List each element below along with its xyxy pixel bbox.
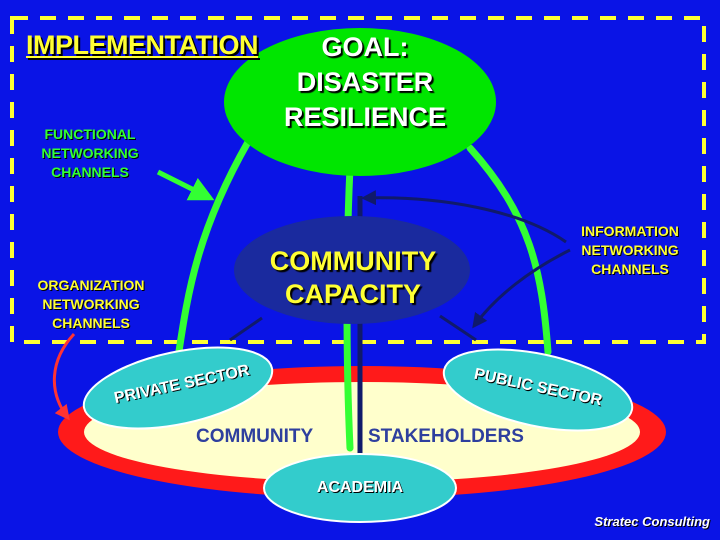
functional-line-private (174, 138, 252, 362)
info-line-public (439, 314, 477, 342)
organization-arrow (52, 332, 76, 421)
capacity-line-1: COMMUNITY (269, 246, 437, 276)
information-arrow-upper (361, 190, 567, 244)
private-sector-ellipse (82, 346, 274, 430)
information-line-text-3: CHANNELS (591, 261, 669, 277)
goal-ellipse (224, 28, 496, 176)
community-capacity-ellipse (234, 216, 470, 324)
credit-label: Stratec Consulting (594, 514, 710, 529)
implementation-title: IMPLEMENTATION (26, 30, 258, 60)
organization-line-text-1: ORGANIZATION (37, 277, 145, 293)
organization-channels-label: ORGANIZATION NETWORKING CHANNELS (16, 276, 166, 333)
academia-label: ACADEMIA (316, 479, 404, 496)
goal-label: GOAL: DISASTER RESILIENCE (250, 30, 480, 135)
functional-channels-label: FUNCTIONAL NETWORKING CHANNELS (20, 125, 160, 182)
academia-ellipse (263, 453, 457, 523)
goal-line-3: RESILIENCE (283, 102, 447, 132)
capacity-line-2: CAPACITY (284, 279, 421, 309)
community-capacity-label: COMMUNITY CAPACITY (240, 245, 466, 311)
organization-line-text-3: CHANNELS (52, 315, 130, 331)
goal-line-1: GOAL: (321, 32, 409, 62)
information-channels-label: INFORMATION NETWORKING CHANNELS (562, 222, 698, 279)
implementation-boundary (10, 16, 706, 344)
functional-line-text-2: NETWORKING (41, 145, 139, 161)
information-line-text-1: INFORMATION (581, 223, 679, 239)
stakeholders-word-label: STAKEHOLDERS (368, 426, 524, 447)
organization-line-text-2: NETWORKING (42, 296, 140, 312)
functional-arrow (156, 169, 215, 201)
community-word-label: COMMUNITY (196, 426, 314, 447)
functional-line-text-3: CHANNELS (51, 164, 129, 180)
public-sector-ellipse (442, 348, 634, 432)
goal-line-2: DISASTER (296, 67, 434, 97)
info-line-private (229, 316, 263, 342)
information-arrow-lower (472, 248, 571, 329)
information-line-text-2: NETWORKING (581, 242, 679, 258)
functional-line-text-1: FUNCTIONAL (44, 126, 136, 142)
functional-line-public (466, 144, 552, 356)
